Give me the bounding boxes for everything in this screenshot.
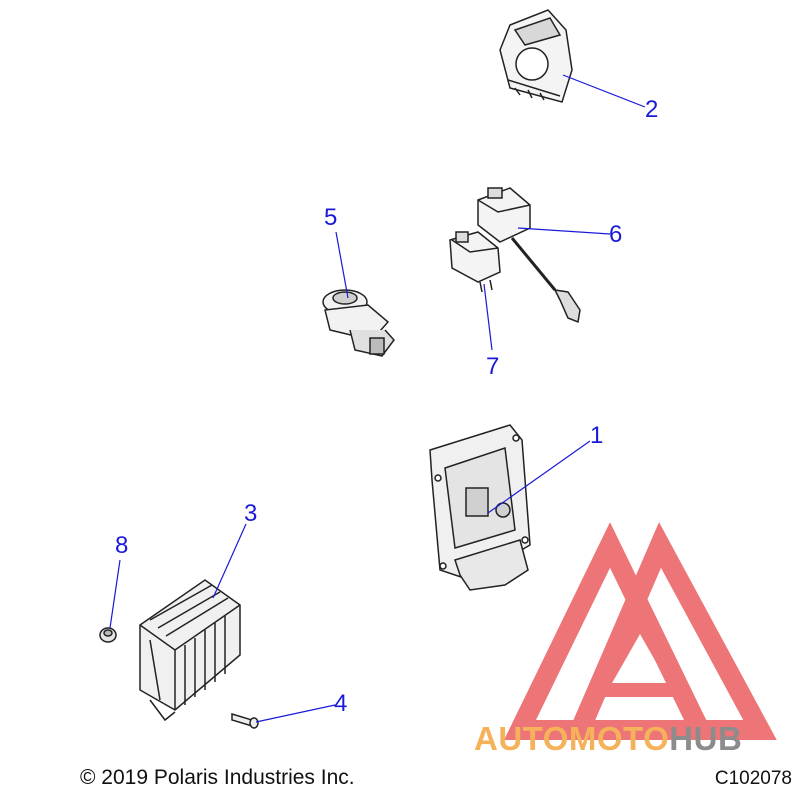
callout-6: 6 xyxy=(609,221,623,248)
leader-line-4 xyxy=(255,704,336,723)
leader-line-3 xyxy=(212,523,247,599)
leader-line-6 xyxy=(517,227,611,235)
part-6-relay-with-cable xyxy=(477,187,581,324)
leader-line-5 xyxy=(335,231,349,299)
watermark-word-automoto: AUTOMOTO xyxy=(474,720,670,757)
callout-1: 1 xyxy=(590,422,604,449)
part-2-sensor-housing xyxy=(499,9,573,103)
copyright-text: © 2019 Polaris Industries Inc. xyxy=(80,766,355,789)
part-1-ecu-module xyxy=(429,424,531,591)
callout-8: 8 xyxy=(115,532,129,559)
callout-2: 2 xyxy=(645,96,659,123)
leader-lines xyxy=(109,74,646,723)
part-8-grommet xyxy=(99,627,117,643)
leader-line-2 xyxy=(562,74,646,108)
callout-7: 7 xyxy=(486,353,500,380)
leader-line-7 xyxy=(483,283,493,351)
watermark-text: AUTOMOTOHUB xyxy=(474,720,742,758)
part-3-regulator xyxy=(139,579,241,722)
callout-5: 5 xyxy=(324,204,338,231)
leader-line-8 xyxy=(109,559,121,629)
part-5-key-switch xyxy=(322,289,395,357)
diagram-code: C102078 xyxy=(714,768,792,789)
part-4-screw xyxy=(231,712,259,729)
leader-line-1 xyxy=(487,440,591,514)
watermark-logo xyxy=(504,522,777,740)
callout-4: 4 xyxy=(334,690,348,717)
part-7-small-relay xyxy=(449,231,501,293)
callout-3: 3 xyxy=(244,500,258,527)
watermark-word-hub: HUB xyxy=(669,720,743,757)
